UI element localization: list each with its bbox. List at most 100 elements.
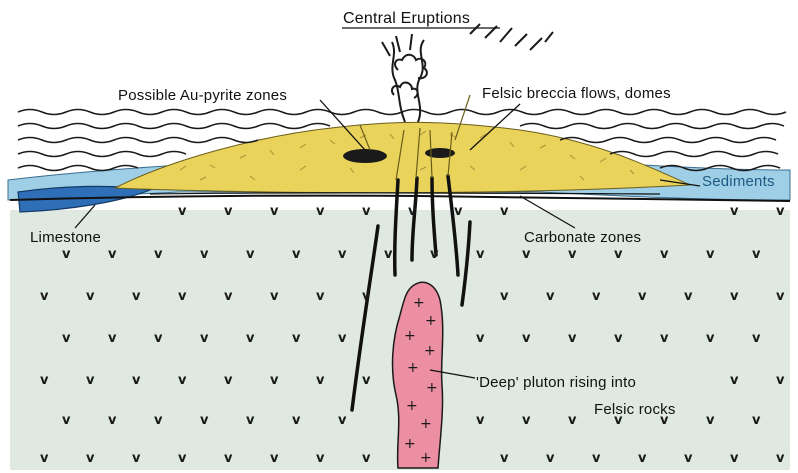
felsic-v-mark: v <box>730 289 739 304</box>
felsic-v-mark: v <box>62 413 71 428</box>
label-pluton-line2: Felsic rocks <box>594 401 676 418</box>
felsic-v-mark: v <box>776 204 785 219</box>
felsic-v-mark: v <box>500 289 509 304</box>
felsic-v-mark: v <box>200 413 209 428</box>
felsic-v-mark: v <box>270 289 279 304</box>
felsic-v-mark: v <box>132 451 141 466</box>
felsic-v-mark: v <box>200 331 209 346</box>
felsic-v-mark: v <box>776 451 785 466</box>
felsic-v-mark: v <box>316 289 325 304</box>
felsic-v-mark: v <box>776 289 785 304</box>
felsic-v-mark: v <box>108 247 117 262</box>
svg-text:+: + <box>413 295 425 311</box>
felsic-v-mark: v <box>592 451 601 466</box>
felsic-v-mark: v <box>638 289 647 304</box>
felsic-v-mark: v <box>108 331 117 346</box>
felsic-v-mark: v <box>132 373 141 388</box>
felsic-v-mark: v <box>86 451 95 466</box>
felsic-v-mark: v <box>568 331 577 346</box>
felsic-v-mark: v <box>706 331 715 346</box>
felsic-v-mark: v <box>224 451 233 466</box>
felsic-v-mark: v <box>776 373 785 388</box>
felsic-v-mark: v <box>224 373 233 388</box>
felsic-v-mark: v <box>224 289 233 304</box>
felsic-v-mark: v <box>476 413 485 428</box>
felsic-v-mark: v <box>362 373 371 388</box>
svg-text:+: + <box>404 328 416 344</box>
svg-text:+: + <box>426 380 438 396</box>
felsic-v-mark: v <box>384 247 393 262</box>
felsic-v-mark: v <box>86 373 95 388</box>
felsic-v-mark: v <box>430 247 439 262</box>
felsic-v-mark: v <box>338 247 347 262</box>
label-carbonate-zones: Carbonate zones <box>524 229 641 246</box>
felsic-v-mark: v <box>614 247 623 262</box>
svg-text:+: + <box>424 343 436 359</box>
felsic-v-mark: v <box>246 247 255 262</box>
felsic-v-mark: v <box>638 451 647 466</box>
felsic-v-mark: v <box>500 204 509 219</box>
felsic-v-mark: v <box>752 413 761 428</box>
felsic-v-mark: v <box>200 247 209 262</box>
svg-text:+: + <box>407 360 419 376</box>
felsic-v-mark: v <box>292 413 301 428</box>
felsic-v-mark: v <box>270 204 279 219</box>
felsic-v-mark: v <box>522 331 531 346</box>
felsic-v-mark: v <box>454 204 463 219</box>
felsic-v-mark: v <box>154 413 163 428</box>
svg-text:+: + <box>404 436 416 452</box>
svg-text:+: + <box>420 450 432 466</box>
felsic-v-mark: v <box>408 204 417 219</box>
felsic-v-mark: v <box>338 413 347 428</box>
felsic-v-mark: v <box>476 331 485 346</box>
felsic-v-mark: v <box>362 204 371 219</box>
felsic-v-mark: v <box>246 413 255 428</box>
felsic-v-mark: v <box>316 204 325 219</box>
felsic-v-mark: v <box>316 373 325 388</box>
felsic-v-mark: v <box>178 204 187 219</box>
felsic-v-mark: v <box>62 247 71 262</box>
diagram-title: Central Eruptions <box>343 10 470 27</box>
felsic-v-mark: v <box>86 289 95 304</box>
felsic-v-mark: v <box>660 247 669 262</box>
felsic-v-mark: v <box>476 247 485 262</box>
svg-text:+: + <box>420 416 432 432</box>
felsic-v-mark: v <box>270 373 279 388</box>
felsic-v-mark: v <box>40 373 49 388</box>
felsic-v-mark: v <box>338 331 347 346</box>
eruption-plume <box>382 24 553 122</box>
felsic-v-mark: v <box>246 331 255 346</box>
au-pyrite-lens-left <box>343 149 387 163</box>
felsic-v-mark: v <box>568 247 577 262</box>
felsic-v-mark: v <box>592 289 601 304</box>
felsic-v-mark: v <box>684 451 693 466</box>
felsic-v-mark: v <box>362 289 371 304</box>
felsic-v-mark: v <box>500 451 509 466</box>
felsic-v-mark: v <box>108 413 117 428</box>
felsic-v-mark: v <box>178 451 187 466</box>
felsic-v-mark: v <box>752 331 761 346</box>
felsic-v-mark: v <box>270 451 279 466</box>
felsic-v-mark: v <box>40 289 49 304</box>
felsic-v-mark: v <box>224 204 233 219</box>
felsic-v-mark: v <box>546 451 555 466</box>
felsic-v-mark: v <box>730 451 739 466</box>
felsic-v-mark: v <box>684 289 693 304</box>
label-sediments: Sediments <box>702 173 775 190</box>
felsic-v-mark: v <box>522 247 531 262</box>
felsic-v-mark: v <box>292 331 301 346</box>
felsic-v-mark: v <box>614 331 623 346</box>
svg-text:+: + <box>425 313 437 329</box>
label-felsic-breccia: Felsic breccia flows, domes <box>482 85 671 102</box>
felsic-v-mark: v <box>40 451 49 466</box>
felsic-v-mark: v <box>62 331 71 346</box>
felsic-breccia-pile <box>115 122 690 192</box>
felsic-v-mark: v <box>730 373 739 388</box>
felsic-v-mark: v <box>522 413 531 428</box>
felsic-v-mark: v <box>706 413 715 428</box>
felsic-v-mark: v <box>132 289 141 304</box>
felsic-v-mark: v <box>568 413 577 428</box>
svg-text:+: + <box>406 398 418 414</box>
felsic-v-mark: v <box>292 247 301 262</box>
